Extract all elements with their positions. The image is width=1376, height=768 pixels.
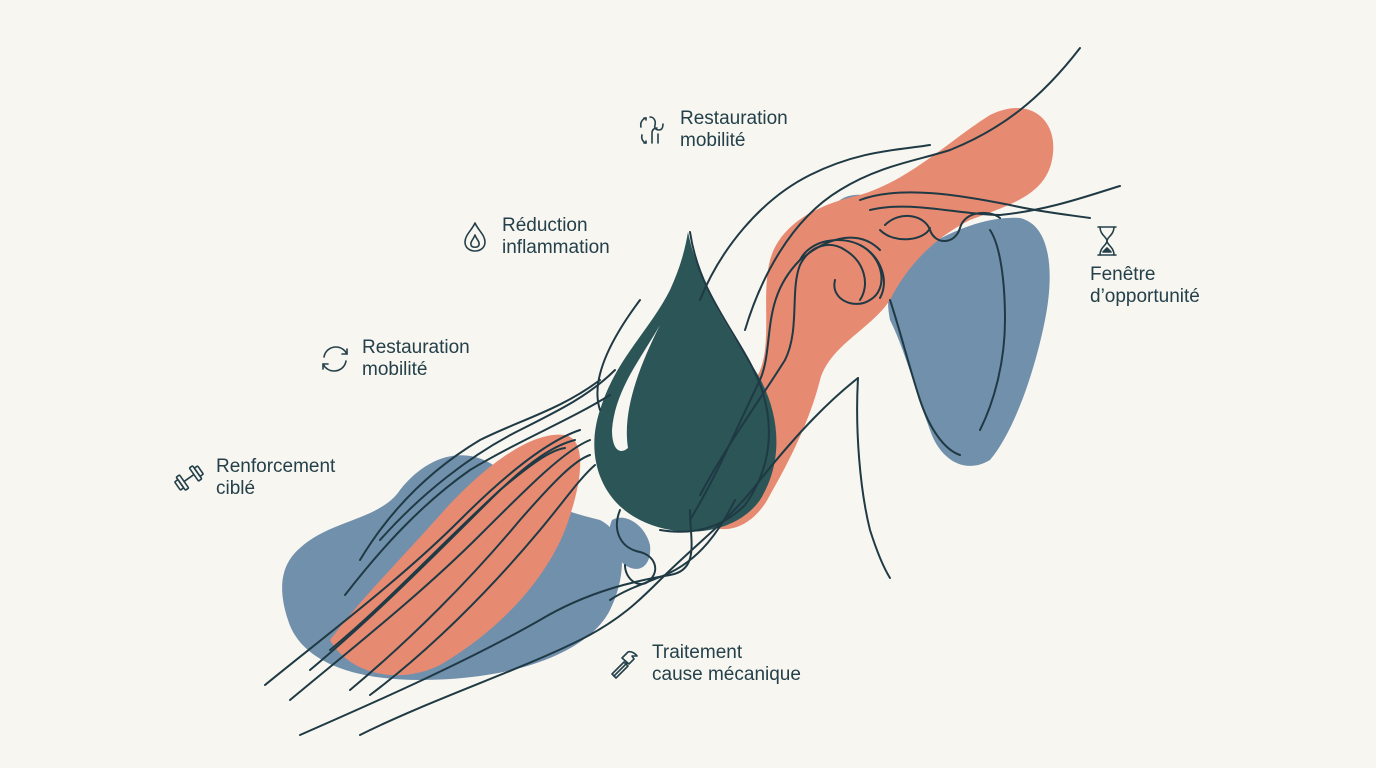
traitement-line1: Traitement: [652, 642, 743, 663]
fenetre-line2: d’opportunité: [1090, 286, 1200, 307]
renforcement-line1: Renforcement: [216, 456, 336, 477]
label-renforcement-cible: Renforcement ciblé: [172, 456, 335, 500]
reduction-line1: Réduction: [502, 215, 588, 236]
restauration-mid-line1: Restauration: [362, 337, 470, 358]
label-fenetre-opportunite: Fenêtre d’opportunité: [1090, 224, 1200, 308]
blue-blob-elbow: [609, 517, 651, 569]
label-reduction-inflammation: Réduction inflammation: [458, 215, 610, 259]
flame-drop-icon: [458, 220, 492, 254]
inflammation-drop: [594, 232, 777, 532]
restauration-mid-line2: mobilité: [362, 359, 428, 380]
knee-joint-icon: [636, 113, 670, 147]
restauration-top-line2: mobilité: [680, 130, 746, 151]
blue-blob-scapula: [888, 217, 1050, 466]
drop-highlight: [612, 325, 660, 451]
rotation-arrows-icon: [318, 342, 352, 376]
label-traitement-cause-mecanique: Traitement cause mécanique: [608, 642, 801, 686]
hourglass-icon: [1090, 224, 1117, 258]
renforcement-line2: ciblé: [216, 478, 256, 499]
fenetre-line1: Fenêtre: [1090, 264, 1156, 285]
hammer-icon: [608, 647, 642, 681]
reduction-line2: inflammation: [502, 237, 610, 258]
dumbbell-icon: [172, 461, 206, 495]
label-restauration-mobilite-mid: Restauration mobilité: [318, 337, 470, 381]
restauration-top-line1: Restauration: [680, 108, 788, 129]
traitement-line2: cause mécanique: [652, 664, 801, 685]
contour-lines: [264, 47, 1121, 736]
label-restauration-mobilite-top: Restauration mobilité: [636, 108, 788, 152]
